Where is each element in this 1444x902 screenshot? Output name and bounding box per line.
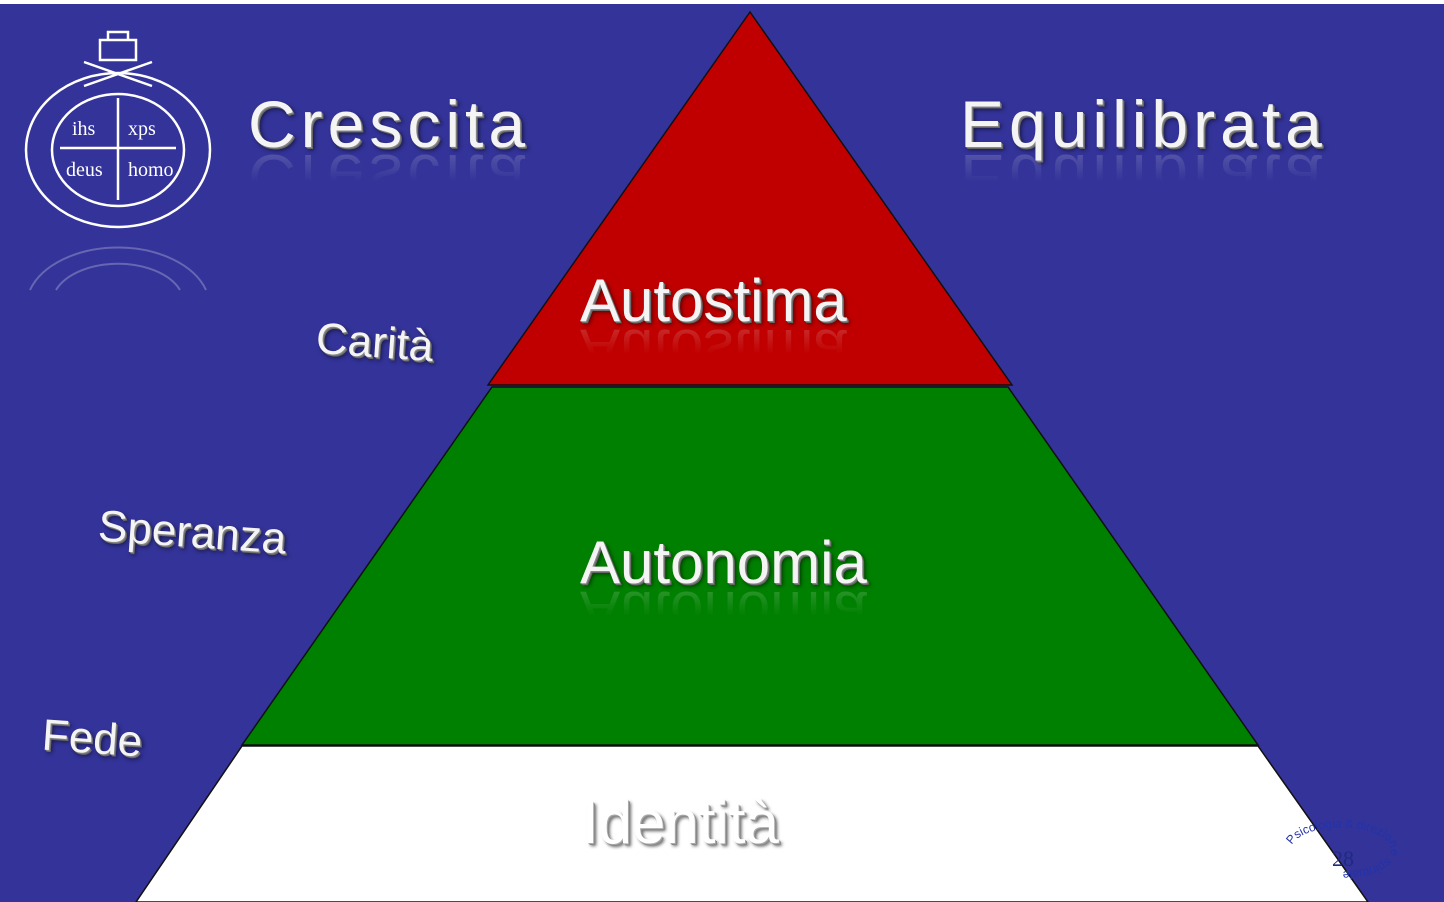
svg-text:ihs: ihs [72,118,96,140]
pyramid-level-middle [240,386,1260,746]
level-label-autostima: Autostima [580,267,847,334]
svg-text:homo: homo [128,159,174,181]
svg-text:xps: xps [128,118,156,140]
level-label-autonomia: Autonomia [580,529,867,596]
university-logo: ihs xps deus homo [24,30,212,229]
svg-text:deus: deus [66,159,103,181]
title-reflection: Equilibrata [960,141,1327,215]
virtue-fede: Fede [40,710,144,767]
university-logo-reflection [29,246,207,291]
title-word-equilibrata: Equilibrata [960,87,1327,161]
title-reflection: Crescita [248,141,531,215]
level-label-reflection: Autonomia [580,579,867,646]
title-word-crescita: Crescita [248,87,531,161]
level-label-reflection: Autostima [580,317,847,384]
stamp-number: 28 [1332,846,1354,871]
level-label-identita: Identità [582,789,779,856]
virtue-carita: Carità [314,313,435,372]
pyramid-level-bottom [135,745,1369,902]
pyramid-level-top [486,10,1014,386]
